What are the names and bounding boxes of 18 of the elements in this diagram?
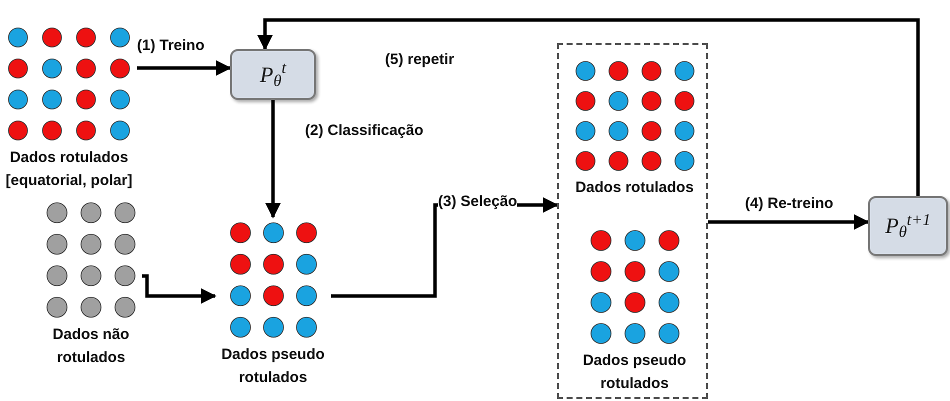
arrow [257, 18, 920, 196]
data-caption: Dados pseudo rotulados [220, 345, 326, 388]
model-box [868, 196, 948, 256]
arrow [137, 60, 232, 76]
arrow [142, 274, 217, 304]
data-caption: Dados rotulados [575, 178, 694, 198]
edge-label: (4) Re-treino [745, 194, 834, 214]
edge-label: (2) Classificação [305, 121, 424, 141]
edge-label: (1) Treino [137, 36, 205, 56]
dashed-group-box [557, 43, 708, 399]
data-caption: Dados rotulados [equatorial, polar] [4, 148, 134, 191]
data-caption: Dados não rotulados [52, 325, 130, 368]
edge-label: (3) Seleção [438, 192, 518, 212]
data-caption: Dados pseudo rotulados [582, 351, 688, 394]
model-box [230, 49, 316, 100]
arrow [265, 100, 281, 219]
arrow [708, 214, 870, 230]
edge-label: (5) repetir [385, 50, 454, 70]
